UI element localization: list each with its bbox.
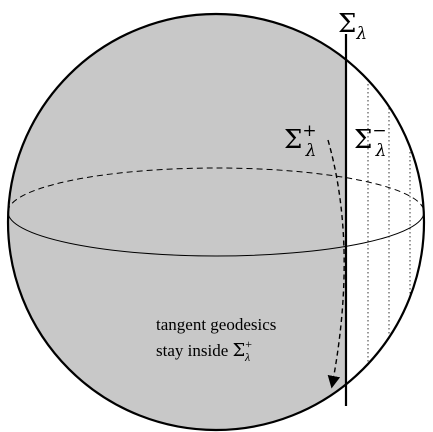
- minus-superscript: −: [372, 121, 386, 141]
- sigma-lambda-minus-label: Σ−λ: [354, 121, 387, 161]
- sigma-symbol: Σ: [354, 125, 372, 155]
- sigma-lambda-plus-label: Σ+λ: [284, 121, 317, 161]
- annotation-prefix: stay inside: [156, 341, 233, 360]
- annotation-line-2: stay inside Σ+λ: [156, 337, 252, 364]
- plus-superscript: +: [245, 337, 252, 351]
- lambda-subscript: λ: [244, 350, 250, 364]
- svg-text:Σλ: Σλ: [338, 9, 367, 44]
- svg-text:Σ−λ: Σ−λ: [354, 121, 387, 161]
- sigma-lambda-label: Σλ: [338, 9, 367, 44]
- plus-superscript: +: [302, 121, 316, 141]
- lambda-subscript: λ: [375, 141, 387, 161]
- equator-front: [7, 211, 425, 257]
- sigma-symbol: Σ: [338, 9, 356, 39]
- lambda-subscript: λ: [305, 141, 317, 161]
- svg-text:Σ+λ: Σ+λ: [284, 121, 317, 161]
- sigma-symbol: Σ: [233, 340, 246, 361]
- sphere-outline: [6, 12, 426, 432]
- sigma-plus-shaded-region: [8, 14, 346, 430]
- sigma-symbol: Σ: [284, 125, 302, 155]
- annotation-line-1: tangent geodesics: [156, 315, 276, 334]
- lambda-subscript: λ: [355, 24, 367, 44]
- equator-back: [7, 167, 425, 213]
